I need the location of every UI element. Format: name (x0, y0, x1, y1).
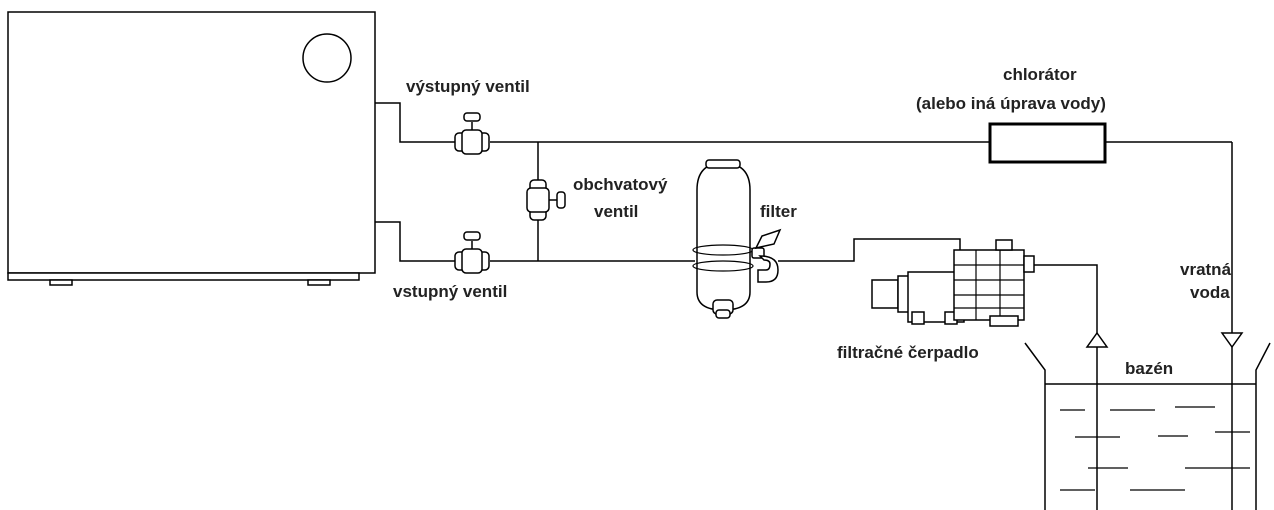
pool-water-lines (1060, 406, 1250, 491)
filter-to-pump-pipe (778, 238, 961, 262)
heat-pump-fan-icon (302, 33, 352, 83)
chlorinator-icon (988, 122, 1107, 164)
filter-label: filter (760, 202, 797, 221)
return-pipe (1220, 142, 1244, 510)
outlet-valve-icon (454, 112, 490, 155)
pump-icon (871, 239, 1035, 327)
outlet-valve-label: výstupný ventil (406, 77, 530, 96)
suction-pipe (1034, 264, 1109, 510)
chlorinator-label-line1: chlorátor (1003, 65, 1077, 84)
inlet-valve-label: vstupný ventil (393, 282, 507, 301)
return-water-label-line2: voda (1190, 283, 1230, 302)
chlorinator-label-line2: (alebo iná úprava vody) (916, 94, 1106, 113)
inlet-valve-icon (454, 231, 490, 274)
suction-arrow-icon (1085, 331, 1109, 348)
filter-icon (692, 159, 782, 319)
heat-pump-unit (7, 11, 376, 286)
return-arrow-icon (1220, 332, 1244, 349)
bypass-valve-icon (526, 179, 566, 221)
pool-icon (1024, 342, 1271, 510)
pump-label: filtračné čerpadlo (837, 343, 979, 362)
bypass-valve-label-line1: obchvatový (573, 175, 668, 194)
bypass-valve-label-line2: ventil (594, 202, 638, 221)
return-water-label-line1: vratná (1180, 260, 1232, 279)
inlet-pipe (375, 221, 695, 262)
pool-label: bazén (1125, 359, 1173, 378)
outlet-pipe (375, 102, 1232, 143)
